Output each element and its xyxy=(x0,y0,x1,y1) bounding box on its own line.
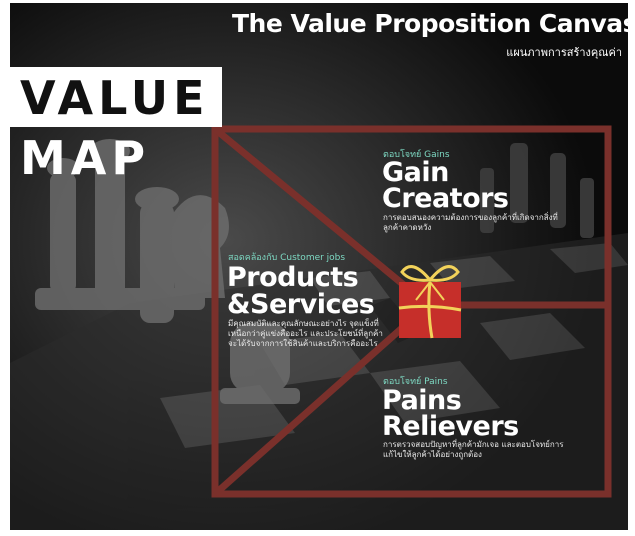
gain-creators-kicker: ตอบโจทย์ Gains xyxy=(383,150,450,160)
side-label-value: VALUE xyxy=(20,71,210,125)
value-label-box xyxy=(10,67,222,127)
products-services-description: มีคุณสมบัติและคุณลักษณะอย่างไร จุดแข็งที… xyxy=(228,319,383,348)
poster: The Value Proposition Canvas แผนภาพการสร… xyxy=(10,3,628,530)
frame-rect xyxy=(211,125,612,498)
gift-icon xyxy=(398,265,462,339)
pains-relievers-kicker: ตอบโจทย์ Pains xyxy=(383,377,448,387)
page-subtitle: แผนภาพการสร้างคุณค่า xyxy=(506,46,622,59)
pains-relievers-heading-line2: Relievers xyxy=(382,411,519,442)
page-title: The Value Proposition Canvas xyxy=(232,9,628,38)
frame-diagonal-bottom xyxy=(212,302,431,497)
products-services-heading-line1: Products xyxy=(227,262,359,293)
frame-diagonal-top xyxy=(212,126,431,308)
background-art xyxy=(10,3,628,530)
gain-creators-description: การตอบสนองความต้องการของลูกค้าที่เกิดจาก… xyxy=(383,213,558,232)
products-services-heading-line2: &Services xyxy=(227,289,375,320)
gain-creators-heading-line1: Gain xyxy=(382,157,449,188)
side-label-map: MAP xyxy=(20,131,151,185)
products-services-kicker: สอดคล้องกับ Customer jobs xyxy=(228,253,346,263)
value-map-frame xyxy=(211,125,612,498)
distant-pieces xyxy=(480,143,594,238)
pains-relievers-description: การตรวจสอบปัญหาที่ลูกค้ามักเจอ และตอบโจท… xyxy=(383,440,564,459)
gain-creators-heading-line2: Creators xyxy=(382,183,509,214)
pains-relievers-heading-line1: Pains xyxy=(382,385,462,416)
